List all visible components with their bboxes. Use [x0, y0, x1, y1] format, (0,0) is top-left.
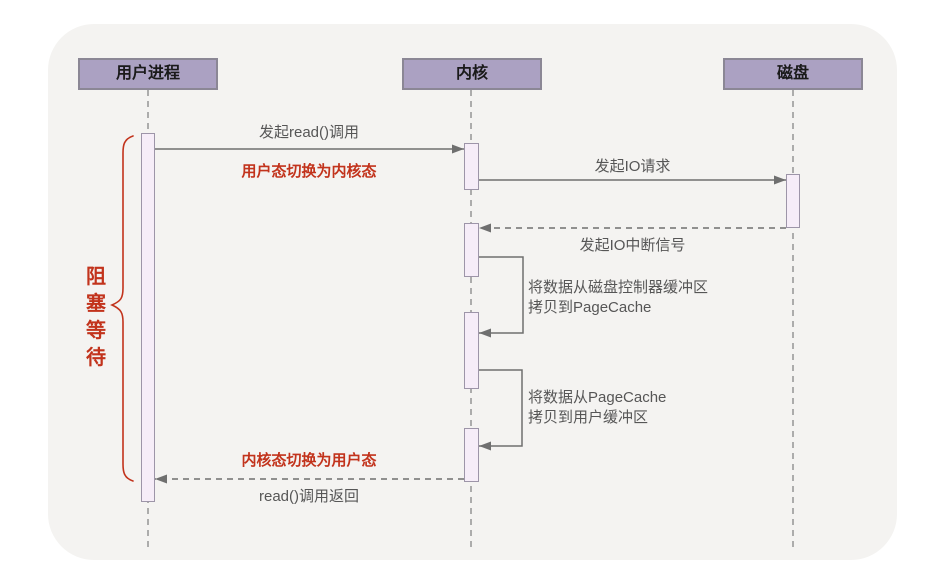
- label-copy-to-pagecache: 将数据从磁盘控制器缓冲区 拷贝到PageCache: [528, 279, 709, 316]
- activation-kernel-4: [464, 428, 479, 482]
- activation-kernel-2: [464, 223, 479, 277]
- actor-user-process: 用户进程: [78, 58, 218, 90]
- label-read-return: read()调用返回: [258, 488, 359, 505]
- label-switch-to-user-mode: 内核态切换为用户态: [241, 452, 377, 469]
- activation-kernel-3: [464, 312, 479, 389]
- actor-disk: 磁盘: [723, 58, 863, 90]
- activation-disk: [786, 174, 800, 228]
- blocking-wait-brace: [110, 135, 134, 482]
- label-switch-to-kernel-mode: 用户态切换为内核态: [241, 163, 377, 180]
- label-blocking-wait: 阻塞等待: [86, 266, 106, 369]
- label-copy-to-userbuffer: 将数据从PageCache 拷贝到用户缓冲区: [528, 389, 667, 426]
- activation-kernel-1: [464, 143, 479, 190]
- label-io-request: 发起IO请求: [594, 158, 671, 175]
- activation-user-process: [141, 133, 155, 502]
- label-io-interrupt: 发起IO中断信号: [579, 237, 686, 254]
- actor-kernel: 内核: [402, 58, 542, 90]
- self-loop-copy-userbuffer: [479, 369, 523, 451]
- self-loop-copy-pagecache: [479, 256, 524, 338]
- label-read-call: 发起read()调用: [258, 124, 359, 141]
